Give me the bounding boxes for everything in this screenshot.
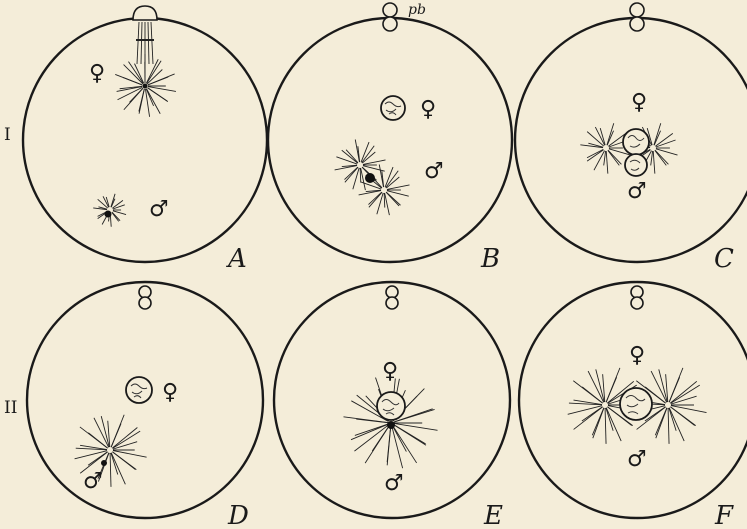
aster-ray — [75, 451, 108, 459]
aster-ray — [363, 160, 386, 164]
aster-ray — [668, 408, 669, 444]
aster-ray — [651, 151, 653, 165]
aster-ray — [653, 151, 655, 174]
female-pronucleus-B — [381, 96, 405, 120]
aster-ray — [392, 426, 406, 452]
female-symbol-E: ♀ — [382, 359, 398, 384]
aster-ray — [110, 453, 111, 487]
male-symbol-A: ♂ — [149, 197, 169, 222]
aster-ray — [671, 396, 697, 404]
polar-body-E-bottom — [386, 297, 398, 309]
aster-ray — [387, 426, 391, 462]
aster-ray — [607, 123, 614, 145]
aster-ray — [386, 192, 399, 206]
aster-ray — [146, 59, 158, 83]
aster-ray — [654, 123, 661, 145]
aster-ray — [608, 150, 619, 165]
aster-ray — [605, 408, 606, 444]
fusion-nucleus-F — [620, 388, 652, 420]
aster-ray — [356, 419, 388, 423]
male-symbol-C: ♂ — [627, 179, 647, 204]
polar-body-C-top — [630, 3, 644, 17]
male-pronucleus-E — [387, 421, 395, 429]
annotation-pb: pb — [408, 2, 426, 18]
female-symbol-F: ♀ — [629, 343, 645, 368]
female-symbol-B: ♀ — [420, 97, 436, 122]
centrosome-A — [143, 84, 148, 89]
panel-D: ♀ ♂ D — [27, 282, 263, 529]
panel-C: ♀ ♂ C — [515, 3, 747, 274]
aster-B-1 — [335, 139, 386, 190]
aster-ray — [385, 167, 393, 187]
aster-ray — [604, 151, 606, 165]
aster-ray — [111, 453, 118, 475]
aster-ray — [112, 212, 120, 221]
male-symbol-F: ♂ — [627, 447, 647, 472]
female-pronucleus-D — [126, 377, 152, 403]
aster-ray — [600, 128, 605, 145]
female-symbol-D: ♀ — [162, 380, 178, 405]
aster-ray — [354, 425, 388, 451]
female-symbol-A: ♀ — [89, 61, 105, 86]
aster-ray — [361, 168, 366, 190]
polar-body-F-bottom — [631, 297, 643, 309]
panel-E: ♀ ♂ E — [274, 282, 510, 529]
polar-body-A — [133, 6, 157, 20]
panel-letter-D: D — [227, 501, 249, 529]
sperm-head-A — [105, 211, 112, 218]
panel-F: ♀ ♂ F — [519, 282, 747, 529]
panel-letter-A: A — [226, 244, 247, 274]
aster-ray — [345, 167, 358, 182]
sperm-head-D — [101, 460, 107, 466]
aster-ray — [123, 78, 142, 85]
aster-ray — [669, 408, 684, 441]
aster-ray — [111, 453, 125, 485]
female-symbol-C: ♀ — [631, 90, 647, 115]
male-symbol-B: ♂ — [424, 159, 444, 184]
aster-ray — [606, 151, 608, 174]
aster-ray — [568, 406, 602, 415]
aster-ray — [355, 424, 388, 435]
female-pronucleus-C — [623, 129, 649, 155]
panel-B: pb ♀ ♂ B — [268, 2, 512, 274]
aster-ray — [574, 407, 603, 430]
aster-ray — [655, 408, 667, 435]
aster-C-left — [580, 123, 630, 173]
aster-ray — [655, 150, 666, 165]
aster-ray — [112, 212, 119, 221]
row-label-II: II — [4, 398, 17, 418]
aster-ray — [669, 408, 676, 431]
panel-letter-B: B — [480, 244, 500, 274]
row-label-I: I — [4, 125, 11, 145]
male-pronucleus-B — [365, 173, 375, 183]
polar-body-B-bottom — [383, 17, 397, 31]
panel-letter-F: F — [714, 501, 734, 529]
aster-ray — [606, 408, 613, 431]
sperm-aster-A — [93, 194, 126, 227]
aster-ray — [387, 185, 410, 189]
aster-ray — [361, 142, 369, 162]
aster-ray — [369, 192, 382, 207]
male-symbol-E: ♂ — [384, 471, 404, 496]
panel-A: ♀ ♂ A — [23, 6, 267, 274]
aster-ray — [385, 193, 390, 215]
panel-letter-E: E — [483, 501, 503, 529]
aster-ray — [587, 150, 603, 161]
aster-ray — [592, 408, 604, 435]
polar-body-D-bottom — [139, 297, 151, 309]
egg-cell-B — [268, 18, 512, 262]
polar-body-C-bottom — [630, 17, 644, 31]
panel-letter-C: C — [714, 244, 734, 274]
aster-ray — [113, 211, 126, 215]
polar-body-B-top — [383, 3, 397, 17]
male-symbol-D: ♂ — [83, 469, 103, 494]
aster-ray — [606, 408, 621, 441]
male-pronucleus-C — [625, 154, 647, 176]
female-pronucleus-E — [377, 392, 405, 420]
aster-ray — [351, 424, 388, 440]
